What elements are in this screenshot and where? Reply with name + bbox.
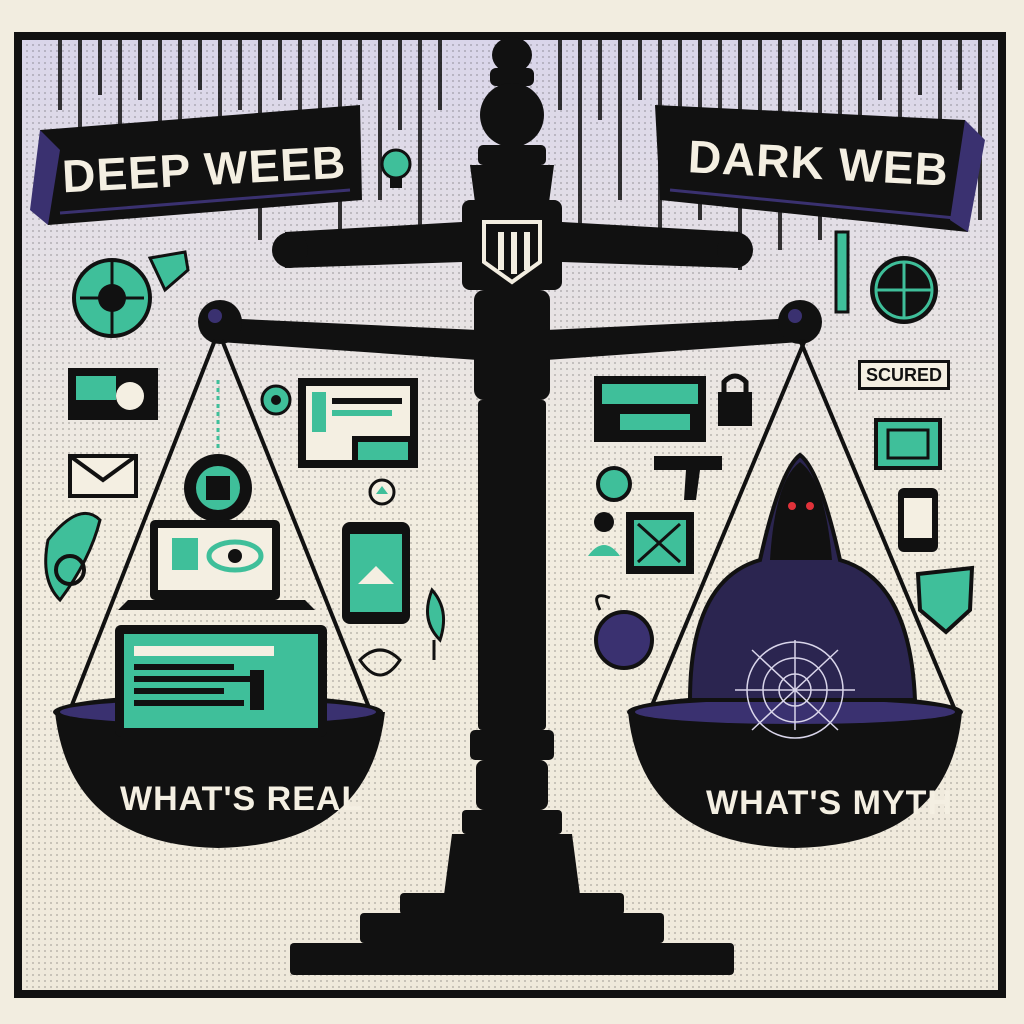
- gear-icon: [260, 384, 292, 416]
- browser-window-icon: [298, 378, 418, 468]
- pan-right-label: WHAT'S MYTH: [706, 784, 953, 822]
- status-badge: SCURED: [858, 360, 950, 390]
- emblem-icon: [358, 648, 402, 677]
- beam-end-left: [198, 300, 242, 344]
- pistol-icon: [654, 456, 722, 500]
- card-icon: [68, 368, 158, 420]
- globe-icon: [72, 258, 152, 338]
- pan-left-label: WHAT'S REAL: [120, 780, 364, 818]
- spider-web-icon: [735, 640, 855, 739]
- lock-icon: [718, 373, 752, 426]
- banner-left: [30, 105, 362, 225]
- hacker-silhouette-icon: [588, 512, 620, 556]
- dark-browser-icon: [594, 376, 706, 442]
- lightbulb-icon: [380, 148, 412, 188]
- chains: [68, 339, 957, 711]
- banner-right: [655, 105, 985, 232]
- laptop-icon: [118, 520, 315, 610]
- leaf-swirl-icon: [44, 511, 102, 603]
- beam: [220, 318, 800, 360]
- crosshair-icon: [870, 256, 938, 324]
- scale-column: [290, 37, 734, 975]
- money-stack-icon: [874, 418, 942, 470]
- mail-icon: [68, 454, 138, 498]
- diamond-badge-icon: [368, 478, 396, 506]
- hooded-figure: [687, 452, 918, 702]
- eye-target-icon: [184, 380, 252, 522]
- feather-icon: [426, 587, 446, 660]
- rose-icon: [594, 594, 654, 670]
- syringe-icon: [834, 230, 850, 314]
- phone-icon: [342, 522, 410, 624]
- fan-icon: [596, 466, 632, 502]
- gem-icon: [147, 250, 190, 293]
- upper-arm: [285, 222, 740, 268]
- monitor-icon: [115, 625, 327, 737]
- mobile-icon: [898, 488, 938, 552]
- blocked-screen-icon: [626, 512, 694, 574]
- beam-end-right: [778, 300, 822, 344]
- shield-icon: [915, 565, 975, 635]
